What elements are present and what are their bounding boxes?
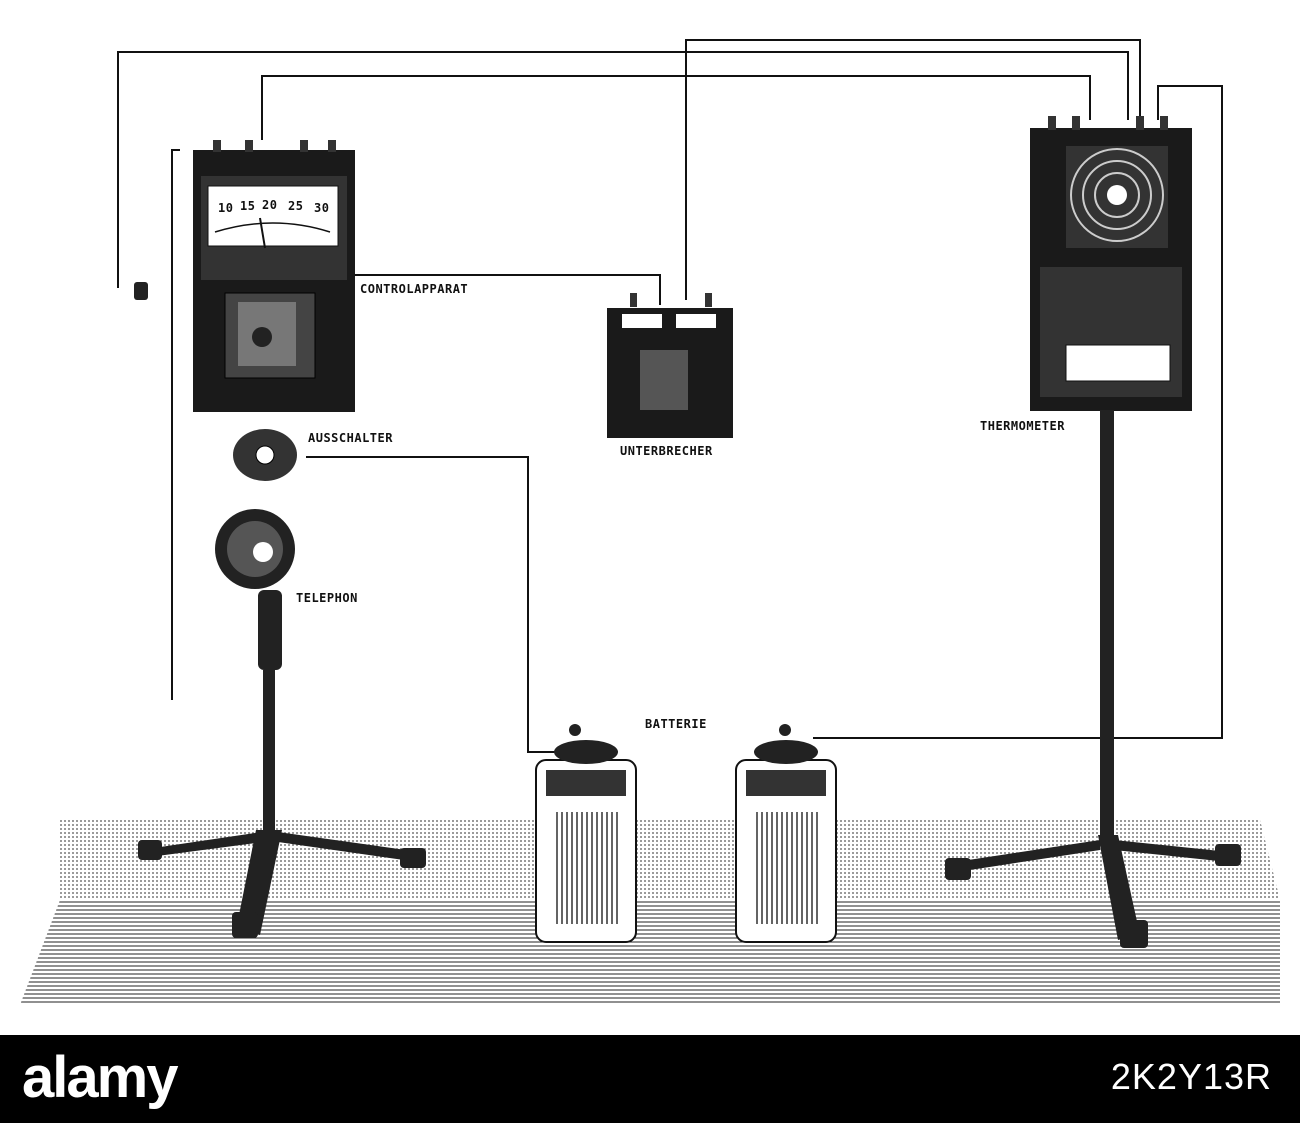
thermometer-stand (945, 116, 1241, 948)
floor (20, 820, 1280, 1005)
stock-image-id: 2K2Y13R (1110, 1056, 1272, 1097)
label-telephon: TELEPHON (296, 591, 358, 605)
battery-cell (535, 724, 637, 943)
unterbrecher-box (607, 293, 733, 438)
brand-logo: alamy (22, 1045, 178, 1110)
label-unterbrecher: UNTERBRECHER (620, 444, 713, 458)
label-ausschalter: AUSSCHALTER (308, 431, 393, 445)
control-gauge-scale: 10 15 20 25 30 (218, 198, 329, 215)
gauge-tick: 25 (288, 199, 303, 213)
label-batterie: BATTERIE (645, 717, 707, 731)
gauge-tick: 30 (314, 201, 329, 215)
wiring (117, 39, 1223, 753)
apparatus-engraving: 10 15 20 25 30 (20, 39, 1280, 1005)
watermark-footer: alamy 2K2Y13R (0, 1035, 1300, 1123)
label-thermometer: THERMOMETER (980, 419, 1065, 433)
label-controlapparat: CONTROLAPPARAT (360, 282, 468, 296)
battery-cell (735, 724, 837, 943)
gauge-tick: 10 (218, 201, 233, 215)
gauge-tick: 20 (262, 198, 277, 212)
gauge-tick: 15 (240, 199, 255, 213)
controlapparat-stand (134, 140, 426, 938)
